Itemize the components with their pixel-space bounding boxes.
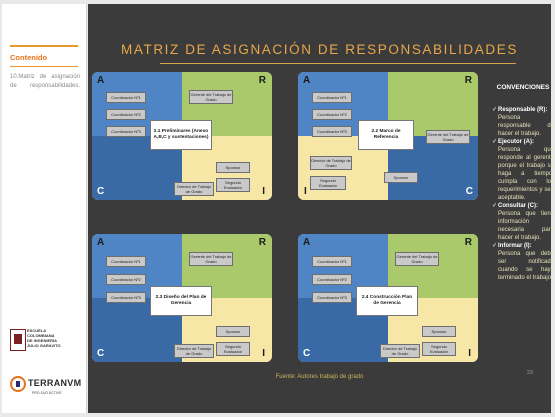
role-chip: Coordinador Nº2 bbox=[312, 274, 352, 285]
role-chip: Coordinador Nº1 bbox=[312, 92, 352, 103]
role-chip: Coordinador Nº2 bbox=[106, 274, 146, 285]
role-chip: Segundo Evaluador bbox=[216, 342, 250, 356]
role-chip: Sponsor bbox=[216, 162, 250, 173]
checkmark-icon: ✓ bbox=[492, 139, 498, 145]
corner-c: C bbox=[97, 186, 105, 197]
convention-item: ✓ Ejecutor (A): Persona que responde al … bbox=[492, 139, 554, 201]
corner-c: C bbox=[303, 348, 311, 359]
corner-c: C bbox=[97, 348, 105, 359]
brand-logo: TERRANVM PRO SUO ACTIVE bbox=[10, 376, 86, 404]
role-chip: Coordinador Nº1 bbox=[312, 256, 352, 267]
corner-r: R bbox=[258, 237, 266, 248]
role-chip: Gerente del Trabajo de Grado bbox=[189, 252, 233, 266]
slide: MATRIZ DE ASIGNACIÓN DE RESPONSABILIDADE… bbox=[88, 4, 554, 413]
corner-r: R bbox=[258, 75, 266, 86]
role-chip: Sponsor bbox=[384, 172, 418, 183]
role-chip: Coordinador Nº3 bbox=[312, 292, 352, 303]
corner-i: I bbox=[262, 186, 265, 197]
corner-a: A bbox=[97, 237, 105, 248]
school-logo-text: ESCUELA COLOMBIANA DE INGENIERÍA JULIO G… bbox=[27, 328, 61, 348]
role-chip: Segundo Evaluador bbox=[216, 178, 250, 192]
sidebar-divider bbox=[10, 66, 78, 67]
corner-r: R bbox=[464, 237, 472, 248]
role-chip: Director de Trabajo de Grado bbox=[380, 344, 420, 358]
role-chip: Segundo Evaluador bbox=[422, 342, 456, 356]
crest-icon bbox=[10, 329, 26, 351]
page-number: 23 bbox=[526, 370, 533, 376]
corner-i: I bbox=[262, 348, 265, 359]
brand-tagline: PRO SUO ACTIVE bbox=[32, 391, 62, 395]
corner-a: A bbox=[303, 75, 311, 86]
role-chip: Gerente del Trabajo de Grado bbox=[395, 252, 439, 266]
activity-label: 2.4 Construcción Plan de Gerencia bbox=[356, 286, 418, 316]
role-chip: Sponsor bbox=[422, 326, 456, 337]
checkmark-icon: ✓ bbox=[492, 107, 498, 113]
role-chip: Segundo Evaluador bbox=[310, 176, 346, 190]
conventions-title: CONVENCIONES bbox=[496, 84, 550, 91]
role-chip: Director de Trabajo de Grado bbox=[310, 156, 352, 170]
role-chip: Coordinador Nº2 bbox=[312, 109, 352, 120]
corner-i: I bbox=[304, 186, 307, 197]
activity-label: 2.1 Preliminares (Anexo A,B,C y sustenta… bbox=[150, 120, 212, 150]
role-chip: Coordinador Nº3 bbox=[106, 292, 146, 303]
convention-item: ✓ Consultar (C): Persona que tiene infor… bbox=[492, 203, 554, 241]
checkmark-icon: ✓ bbox=[492, 203, 498, 209]
corner-c: C bbox=[465, 186, 473, 197]
convention-item: ✓ Informar (I): Persona que debe ser not… bbox=[492, 243, 554, 281]
brand-mark-icon bbox=[10, 376, 26, 392]
role-chip: Coordinador Nº1 bbox=[106, 256, 146, 267]
matrix-2-2: A R I C Coordinador Nº1 Coordinador Nº2 … bbox=[298, 72, 478, 200]
sidebar-heading: Contenido bbox=[10, 53, 48, 62]
matrix-2-3: A R C I Coordinador Nº1 Coordinador Nº2 … bbox=[92, 234, 272, 362]
matrix-2-4: A R C I Coordinador Nº1 Coordinador Nº2 … bbox=[298, 234, 478, 362]
sidebar-item-matriz[interactable]: 10.Matriz de asignación de responsabilid… bbox=[10, 74, 80, 89]
sidebar: Contenido 10.Matriz de asignación de res… bbox=[2, 4, 87, 413]
matrix-2-1: A R C I Coordinador Nº1 Coordinador Nº2 … bbox=[92, 72, 272, 200]
sidebar-divider-top bbox=[10, 45, 78, 47]
title-underline bbox=[160, 63, 516, 64]
activity-label: 2.2 Marco de Referencia bbox=[358, 120, 414, 150]
role-chip: Coordinador Nº1 bbox=[106, 92, 146, 103]
conventions-list: ✓ Responsable (R): Persona responsable d… bbox=[492, 106, 554, 282]
corner-a: A bbox=[97, 75, 105, 86]
role-chip: Gerente del Trabajo de Grado bbox=[426, 130, 470, 144]
corner-r: R bbox=[464, 75, 472, 86]
role-chip: Director de Trabajo de Grado bbox=[174, 182, 214, 196]
source-caption: Fuente: Autores trabajo de grado bbox=[275, 374, 364, 380]
convention-item: ✓ Responsable (R): Persona responsable d… bbox=[492, 107, 554, 137]
checkmark-icon: ✓ bbox=[492, 243, 498, 249]
role-chip: Coordinador Nº3 bbox=[106, 126, 146, 137]
role-chip: Coordinador Nº3 bbox=[312, 126, 352, 137]
slide-title: MATRIZ DE ASIGNACIÓN DE RESPONSABILIDADE… bbox=[121, 42, 518, 57]
school-logo: ESCUELA COLOMBIANA DE INGENIERÍA JULIO G… bbox=[10, 327, 84, 353]
brand-name: TERRANVM bbox=[28, 378, 82, 388]
role-chip: Gerente del Trabajo de Grado bbox=[189, 90, 233, 104]
corner-a: A bbox=[303, 237, 311, 248]
role-chip: Coordinador Nº2 bbox=[106, 109, 146, 120]
role-chip: Director de Trabajo de Grado bbox=[174, 344, 214, 358]
activity-label: 2.3 Diseño del Plan de Gerencia bbox=[150, 286, 212, 316]
corner-i: I bbox=[468, 348, 471, 359]
role-chip: Sponsor bbox=[216, 326, 250, 337]
